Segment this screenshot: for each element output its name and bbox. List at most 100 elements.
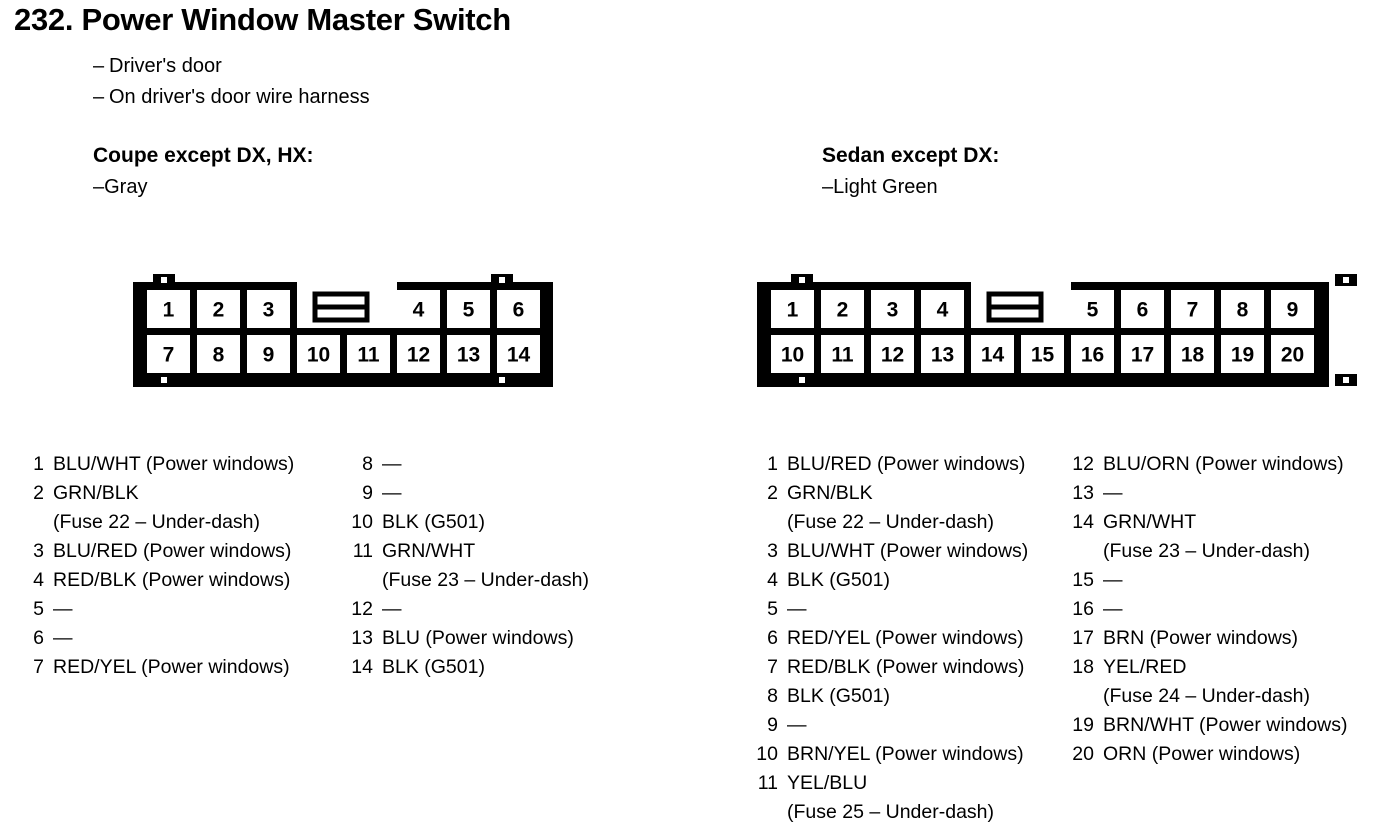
pin-cavity [921,335,964,373]
latch-tab-hole [1343,377,1349,383]
terminal-number: 4 [33,569,44,591]
terminal-number: 15 [1072,569,1094,591]
pin-cavity [447,290,490,328]
terminal-description: — [382,453,402,475]
pin-number: 18 [1181,344,1205,367]
terminal-description: BLK (G501) [787,685,890,707]
pin-cavity [347,335,390,373]
pin-cavity [1121,290,1164,328]
terminal-number: 7 [767,656,778,678]
terminal-number: 11 [757,772,778,794]
terminal-description: — [382,598,402,620]
terminal-number: 13 [351,627,373,649]
terminal-number: 12 [351,598,373,620]
sedan-section-heading: Sedan except DX: [822,144,1000,167]
pin-cavity [921,290,964,328]
pin-number: 2 [837,299,849,322]
latch-tab-hole [499,377,505,383]
terminal-description: BLU/WHT (Power windows) [53,453,295,475]
note-text: On driver's door wire harness [109,86,370,108]
pin-number: 15 [1031,344,1055,367]
pin-number: 17 [1131,344,1154,367]
terminal-description: YEL/BLU [787,772,868,794]
dash-glyph: – [93,86,105,108]
dash-glyph: – [93,176,105,198]
terminal-description: RED/YEL (Power windows) [53,656,290,678]
terminal-row: 11 YEL/BLU [752,769,1028,798]
pin-cavity [147,290,190,328]
pin-cavity [297,335,340,373]
latch-tab-hole [161,277,167,283]
terminal-description: BLK (G501) [787,569,890,591]
terminal-number: 2 [767,482,778,504]
pin-cavity [497,290,540,328]
terminal-row: 16— [1068,595,1348,624]
terminal-number: 14 [351,656,373,678]
pin-number: 4 [413,299,425,322]
terminal-description: ORN (Power windows) [1103,743,1301,765]
pin-cavity [1171,290,1214,328]
terminal-description: BRN/WHT (Power windows) [1103,714,1348,736]
pin-number: 3 [887,299,899,322]
pin-cavity [1121,335,1164,373]
terminal-description: BLK (G501) [382,656,485,678]
terminal-number: 10 [351,511,373,533]
dash-glyph: – [822,176,834,198]
pin-cavity [1071,335,1114,373]
terminal-number: 8 [767,685,778,707]
terminal-description-continued: (Fuse 23 – Under-dash) [382,569,590,591]
note-text: Driver's door [109,55,222,77]
terminal-description: — [53,598,73,620]
pin-cavity [871,335,914,373]
pin-number: 12 [881,344,904,367]
latch-tab-hole [161,377,167,383]
pin-cavity [771,290,814,328]
terminal-description-continued: (Fuse 22 – Under-dash) [787,511,995,533]
pin-cavity [247,290,290,328]
latch-tab-hole [499,277,505,283]
pin-cavity [147,335,190,373]
pin-number: 9 [1287,299,1299,322]
pin-number: 14 [507,344,531,367]
terminal-description: — [382,482,402,504]
pin-cavity [497,335,540,373]
pin-number: 6 [513,299,525,322]
pin-number: 9 [263,344,275,367]
terminal-row: 12 — [347,595,589,624]
terminal-number: 3 [767,540,778,562]
pin-cavity [871,290,914,328]
pin-number: 11 [357,344,380,367]
terminal-description-continued: (Fuse 22 – Under-dash) [53,511,261,533]
terminal-number: 13 [1072,482,1094,504]
pin-number: 3 [263,299,275,322]
latch-tab-hole [799,277,805,283]
note-wire-harness: –On driver's door wire harness [93,86,370,109]
pin-number: 2 [213,299,225,322]
terminal-number: 17 [1072,627,1094,649]
terminal-number: 7 [33,656,44,678]
coupe-connector-color: –Gray [93,176,147,199]
pin-cavity [1221,335,1264,373]
terminal-description-continued: (Fuse 24 – Under-dash) [1103,685,1311,707]
terminal-number: 3 [33,540,44,562]
pin-cavity [1071,290,1114,328]
terminal-number: 9 [362,482,373,504]
terminal-number: 9 [767,714,778,736]
pin-cavity [1221,290,1264,328]
